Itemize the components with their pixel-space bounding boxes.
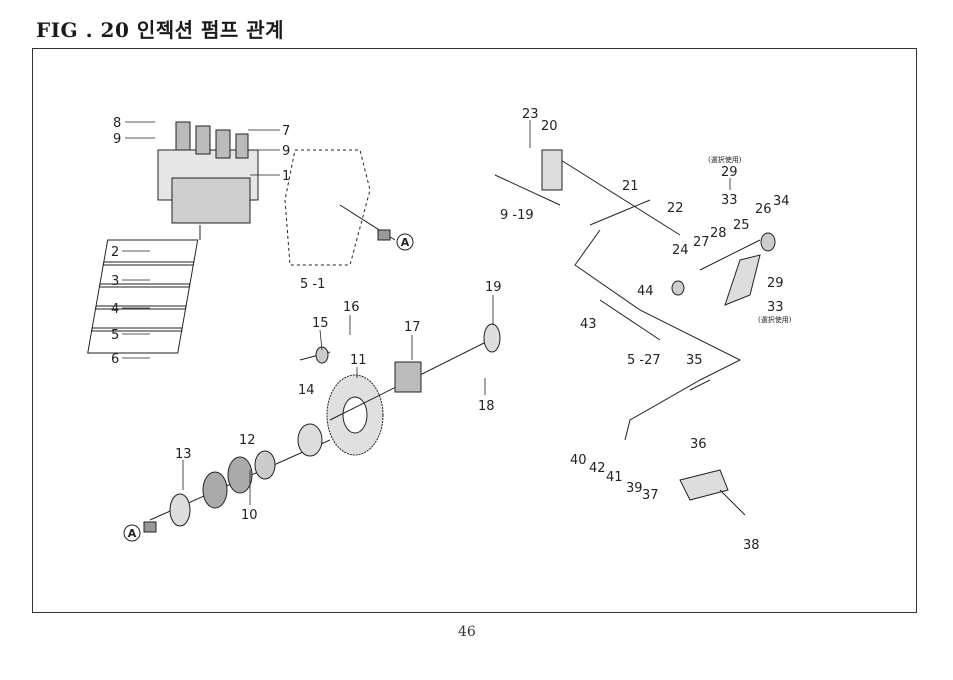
section-marker-a-lower: A	[123, 524, 141, 542]
callout-label: 18	[478, 399, 495, 414]
callout-label: 40	[570, 453, 587, 468]
callout-label: 17	[404, 320, 421, 335]
callout-label: 37	[642, 488, 659, 503]
page-number: 46	[458, 624, 476, 640]
callout-label: 29	[767, 276, 784, 291]
callout-label: 29	[721, 165, 738, 180]
callout-label: 34	[773, 194, 790, 209]
callout-labels: 8 9 7 9 1 2 3 4 5 6 5 -1 15 16 17 11 14 …	[111, 107, 790, 553]
callout-label: 23	[522, 107, 539, 122]
callout-label: 5 -27	[627, 353, 661, 368]
callout-label: 39	[626, 481, 643, 496]
callout-label: 41	[606, 470, 623, 485]
callout-label: 11	[350, 353, 367, 368]
callout-label: 8	[113, 116, 121, 131]
callout-label: 9	[282, 144, 290, 159]
callout-label: 12	[239, 433, 256, 448]
callout-label: 28	[710, 226, 727, 241]
housing-outline	[284, 149, 371, 266]
callout-label: 13	[175, 447, 192, 462]
callout-label: 14	[298, 383, 315, 398]
drive-gear	[326, 374, 384, 456]
option-note-lower: (選択使用)	[758, 315, 792, 324]
callout-label: 16	[343, 300, 360, 315]
callout-label: 9	[113, 132, 121, 147]
callout-label: 25	[733, 218, 750, 233]
callout-label: 26	[755, 202, 772, 217]
callout-label: 36	[690, 437, 707, 452]
callout-label: 10	[241, 508, 258, 523]
callout-label: 5 -1	[300, 277, 325, 292]
callout-label: 24	[672, 243, 689, 258]
svg-text:A: A	[401, 236, 410, 249]
camshaft	[149, 423, 331, 527]
callout-label: 15	[312, 316, 329, 331]
section-marker-a-upper: A	[396, 233, 414, 251]
callout-label: 5	[111, 328, 119, 343]
diagram-frame	[32, 48, 917, 613]
callout-label: 9 -19	[500, 208, 534, 223]
callout-label: 20	[541, 119, 558, 134]
callout-label: 4	[111, 302, 119, 317]
callout-label: 2	[111, 245, 119, 260]
callout-label: 6	[111, 352, 119, 367]
callout-label: 1	[282, 169, 290, 184]
governor-linkage	[494, 149, 776, 516]
callout-label: 33	[721, 193, 738, 208]
callout-label: 21	[622, 179, 639, 194]
callout-label: 33	[767, 300, 784, 315]
callout-label: 19	[485, 280, 502, 295]
injection-pump-body	[157, 121, 259, 240]
callout-label: 27	[693, 235, 710, 250]
svg-text:A: A	[128, 527, 137, 540]
callout-label: 44	[637, 284, 654, 299]
figure-title: FIG . 20 인젝션 펌프 관계	[36, 18, 285, 42]
option-note-upper: (選択使用)	[708, 155, 742, 164]
gasket-stack	[87, 239, 199, 354]
callout-label: 42	[589, 461, 606, 476]
callout-label: 22	[667, 201, 684, 216]
callout-label: 3	[111, 274, 119, 289]
callout-label: 38	[743, 538, 760, 553]
callout-label: 35	[686, 353, 703, 368]
leader-lines	[122, 120, 731, 505]
callout-label: 43	[580, 317, 597, 332]
callout-label: 7	[282, 124, 290, 139]
